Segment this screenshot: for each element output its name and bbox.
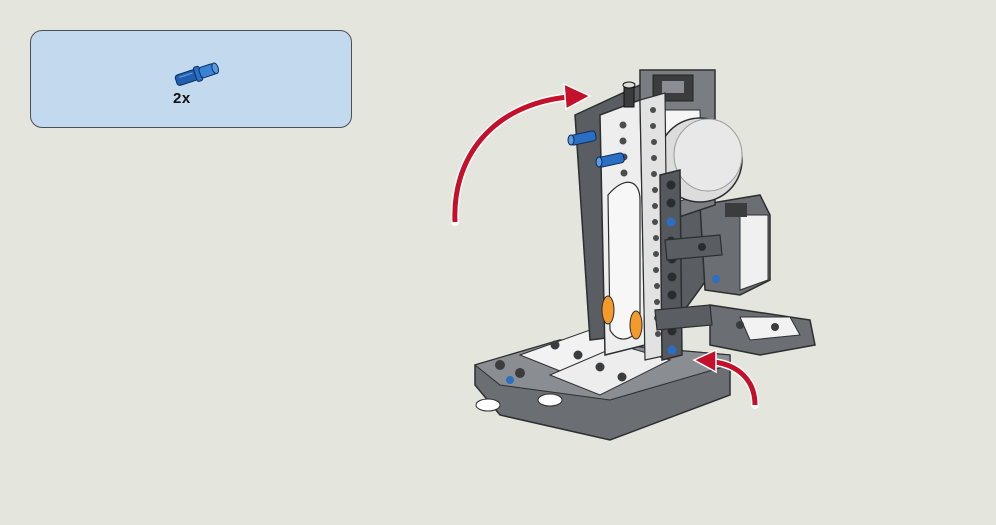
curved-insert-arrow-icon (692, 348, 759, 409)
parts-callout: 2x (30, 30, 352, 128)
robot-assembly-illustration (473, 69, 816, 441)
curved-rotation-arrow-icon (450, 82, 592, 226)
blue-axle-pin-icon (174, 62, 219, 86)
quantity-label: 2x (173, 90, 191, 107)
